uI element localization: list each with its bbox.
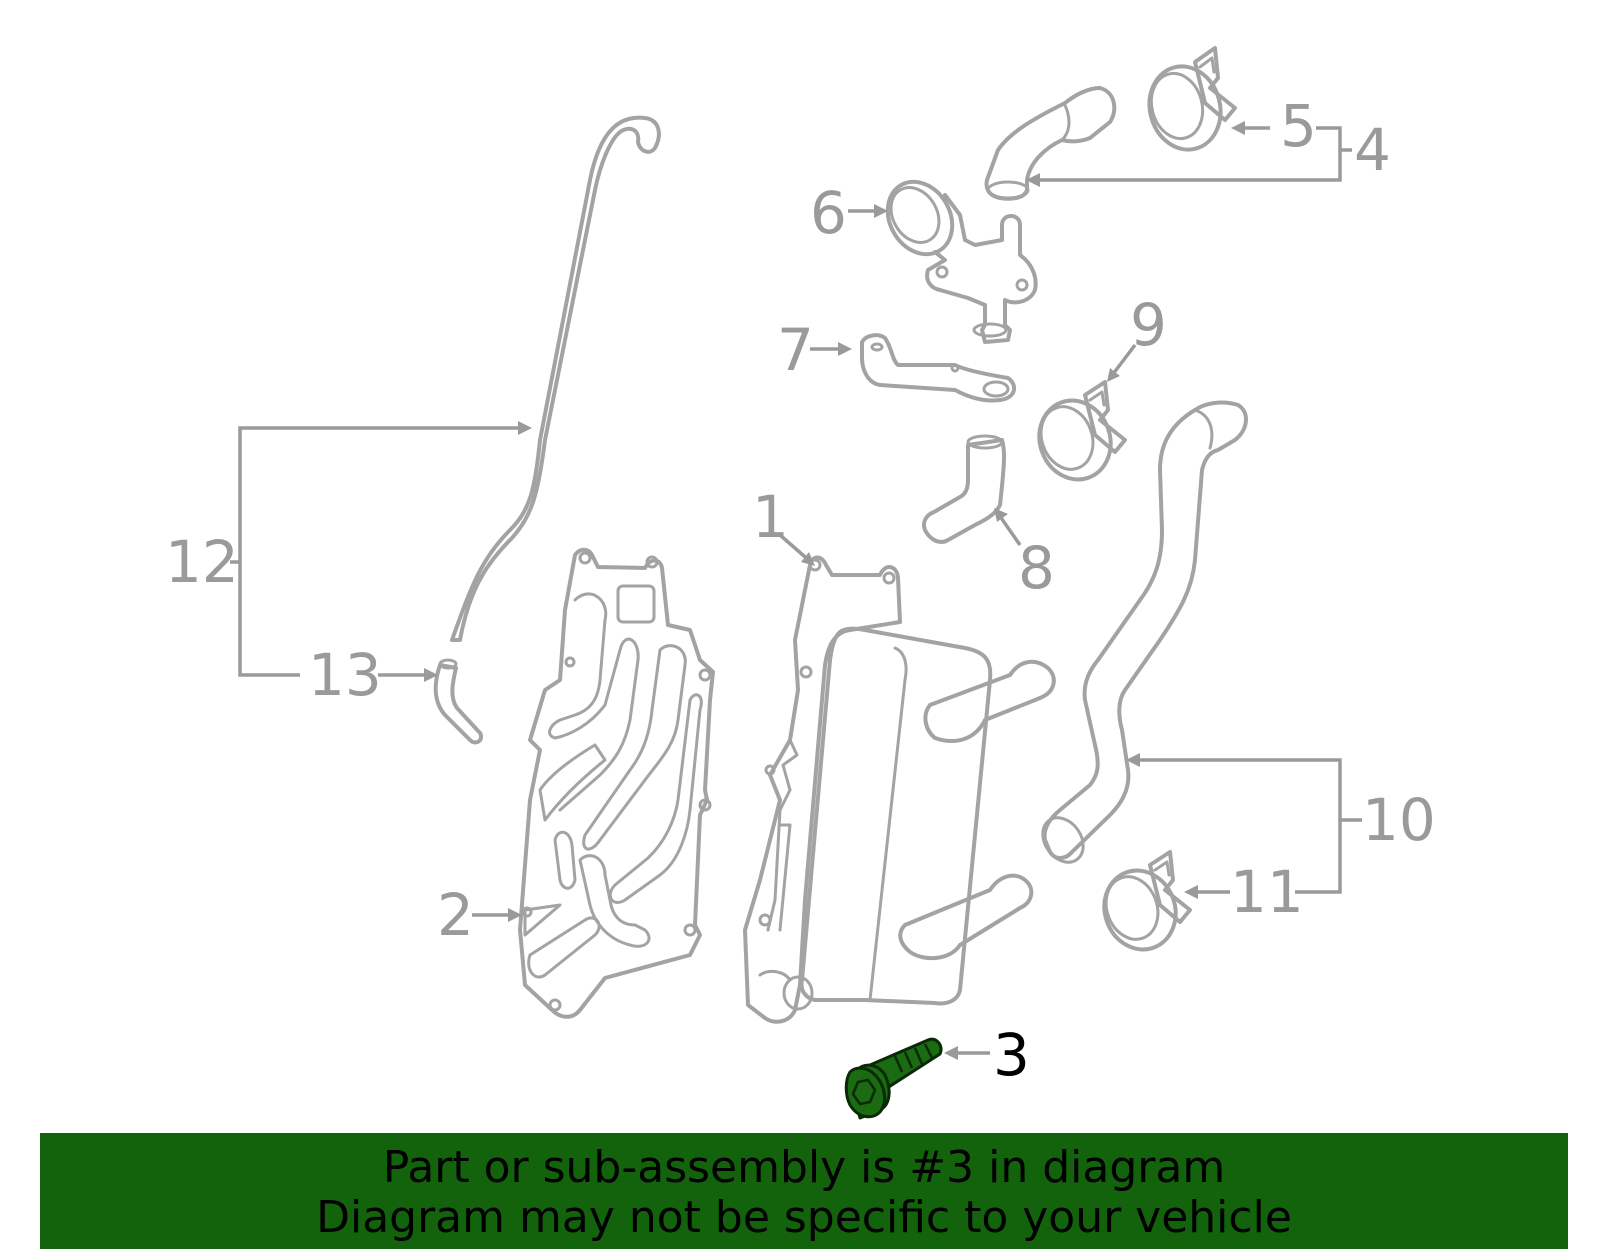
- callout-9: 9: [1130, 291, 1167, 359]
- part-3-bolt-highlighted: [844, 1037, 943, 1120]
- part-11-clamp: [1102, 850, 1192, 952]
- callout-5: 5: [1280, 92, 1317, 160]
- part-7-bracket: [860, 333, 1017, 403]
- callout-12: 12: [165, 528, 239, 596]
- callout-2: 2: [437, 881, 474, 949]
- callout-6: 6: [810, 179, 847, 247]
- info-banner: Part or sub-assembly is #3 in diagram Di…: [40, 1133, 1568, 1249]
- part-9-clamp: [1037, 380, 1127, 482]
- callout-10: 10: [1362, 786, 1436, 854]
- banner-line-disclaimer: Diagram may not be specific to your vehi…: [316, 1192, 1292, 1243]
- callout-labels: 1 2 3 4 5 6 7 8 9 10 11 12 13: [165, 92, 1436, 1089]
- callout-4: 4: [1354, 116, 1391, 184]
- part-4-hose-elbow: [984, 86, 1117, 201]
- part-10-hose: [1041, 400, 1248, 864]
- callout-11: 11: [1230, 858, 1304, 926]
- part-8-elbow: [922, 434, 1007, 544]
- part-5-clamp: [1147, 46, 1237, 152]
- part-12-breather-hose: [450, 115, 661, 642]
- banner-line-part-number: Part or sub-assembly is #3 in diagram: [382, 1142, 1226, 1193]
- part-2-gasket-plate: [518, 547, 715, 1019]
- callout-1: 1: [752, 483, 789, 551]
- leader-lines: [230, 121, 1362, 1060]
- callout-13: 13: [308, 641, 382, 709]
- callout-7: 7: [777, 316, 814, 384]
- callout-3: 3: [993, 1021, 1030, 1089]
- part-13-small-hose: [433, 658, 483, 745]
- part-1-oil-cooler: [743, 555, 1056, 1024]
- callout-8: 8: [1018, 534, 1055, 602]
- part-6-housing: [885, 179, 1038, 344]
